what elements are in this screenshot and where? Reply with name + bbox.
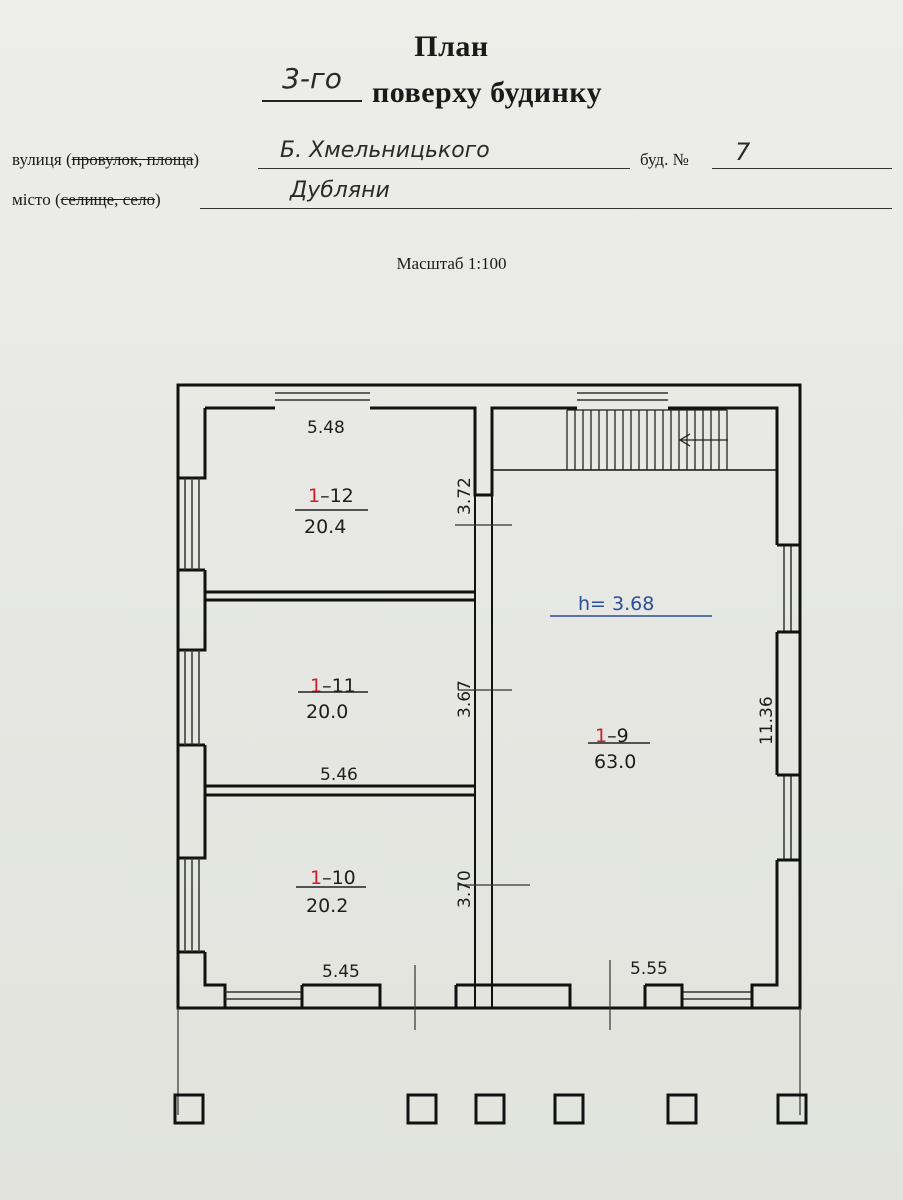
column-footing <box>474 1093 506 1125</box>
room-9-label: 1–9 63.0 <box>588 725 650 773</box>
floor-number-handwritten: 3-го <box>262 62 362 102</box>
svg-text:h= 3.68: h= 3.68 <box>578 593 654 615</box>
dim-bottom-left-width: 5.45 <box>322 962 360 982</box>
svg-text:1–12: 1–12 <box>308 485 354 507</box>
room-9-area: 63.0 <box>594 751 636 773</box>
room-10-area: 20.2 <box>306 895 348 917</box>
ceiling-height-label: h= 3.68 <box>550 593 712 617</box>
dim-room10-depth: 3.70 <box>455 870 475 908</box>
room-10-prefix: 1 <box>310 867 322 889</box>
building-value: 7 <box>735 138 751 166</box>
room-11-area: 20.0 <box>306 701 348 723</box>
dim-right-length: 11.36 <box>757 696 777 745</box>
room-11-suffix: –11 <box>322 675 356 697</box>
column-footing <box>406 1093 438 1125</box>
building-line <box>712 168 892 169</box>
svg-text:1–10: 1–10 <box>310 867 356 889</box>
street-line <box>258 168 630 169</box>
dim-bottom-right-width: 5.55 <box>630 959 668 979</box>
room-12-suffix: –12 <box>320 485 354 507</box>
room-12-prefix: 1 <box>308 485 320 507</box>
dim-mid-width: 5.46 <box>320 765 358 785</box>
building-label: буд. № <box>640 150 689 169</box>
room-10-suffix: –10 <box>322 867 356 889</box>
page-subtitle: поверху будинку <box>372 76 603 109</box>
room-11-prefix: 1 <box>310 675 322 697</box>
column-footing <box>173 1093 205 1125</box>
room-12-label: 1–12 20.4 <box>295 485 368 538</box>
city-label: місто (селище, село) <box>12 190 161 209</box>
room-9-prefix: 1 <box>595 725 607 747</box>
column-footing <box>553 1093 585 1125</box>
street-label: вулиця (провулок, площа) <box>12 150 200 169</box>
city-value: Дубляни <box>290 178 390 203</box>
column-footing <box>776 1093 808 1125</box>
scale-label: Масштаб 1:100 <box>396 254 507 273</box>
svg-text:1–9: 1–9 <box>595 725 629 747</box>
room-11-label: 1–11 20.0 <box>298 675 368 723</box>
room-10-label: 1–10 20.2 <box>296 867 366 917</box>
room-9-suffix: –9 <box>607 725 629 747</box>
dim-room11-depth: 3.67 <box>455 680 475 718</box>
column-footing <box>666 1093 698 1125</box>
svg-text:1–11: 1–11 <box>310 675 356 697</box>
page-title: План <box>414 30 489 63</box>
outer-wall-outline <box>176 383 802 1010</box>
street-value: Б. Хмельницького <box>280 138 490 163</box>
dim-room12-depth: 3.72 <box>455 477 475 515</box>
city-line <box>200 208 892 209</box>
room-12-area: 20.4 <box>304 516 346 538</box>
dim-top-left-width: 5.48 <box>307 418 345 438</box>
